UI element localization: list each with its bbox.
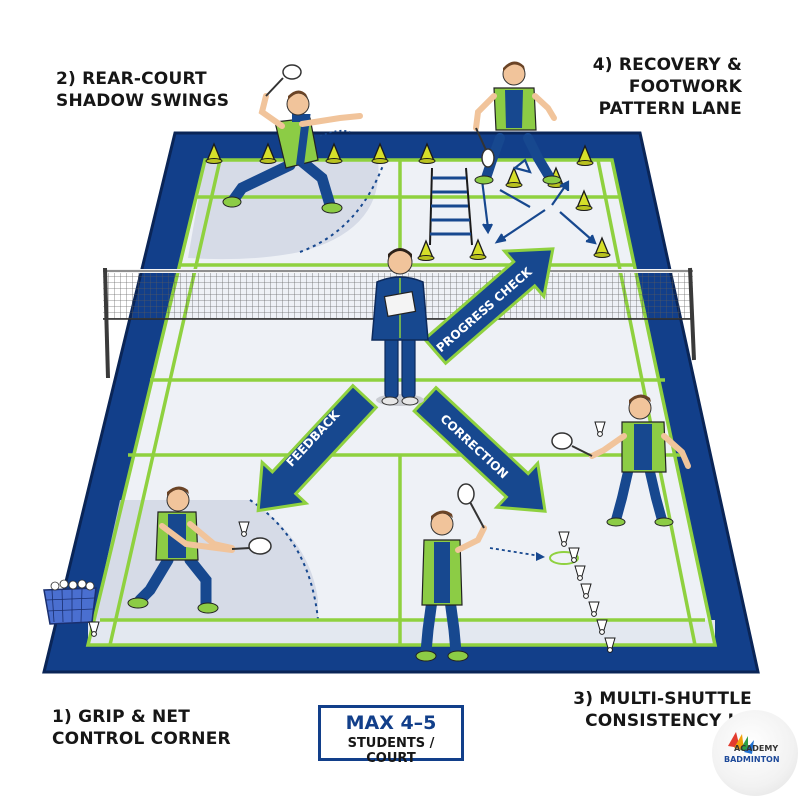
capacity-box: MAX 4–5 STUDENTS / COURT: [318, 705, 464, 766]
shuttle-basket: [43, 579, 100, 637]
player-recovery: [473, 61, 562, 185]
zone-label-grip-net: 1) GRIP & NET CONTROL CORNER: [52, 707, 231, 749]
footwork-pattern-arrows: [480, 158, 597, 245]
net-post-left: [103, 267, 110, 379]
player-multi-shuttle: [415, 483, 579, 662]
logo-text-academy: ACADEMY: [734, 744, 779, 753]
coach-figure: [371, 248, 429, 406]
logo-text-badminton: BADMINTON: [724, 755, 780, 764]
zone-label-rear-court: 2) REAR-COURT SHADOW SWINGS: [56, 69, 230, 111]
player-grip-net: [127, 486, 272, 614]
player-rear-court: [222, 64, 363, 214]
zone-boundary-rear: [299, 159, 386, 253]
capacity-max: MAX 4–5: [345, 712, 437, 734]
net-post-right: [688, 267, 696, 361]
zone-label-recovery: 4) RECOVERY & FOOTWORK PATTERN LANE: [592, 55, 742, 119]
academy-logo: ACADEMY BADMINTON: [712, 710, 798, 796]
zone-shade-rear-court: [188, 160, 379, 260]
agility-ladder: [429, 167, 473, 246]
shuttle-logo-icon: [728, 732, 754, 754]
capacity-unit: STUDENTS / COURT: [347, 736, 435, 766]
player-multi-shuttle-partner: [551, 394, 691, 527]
